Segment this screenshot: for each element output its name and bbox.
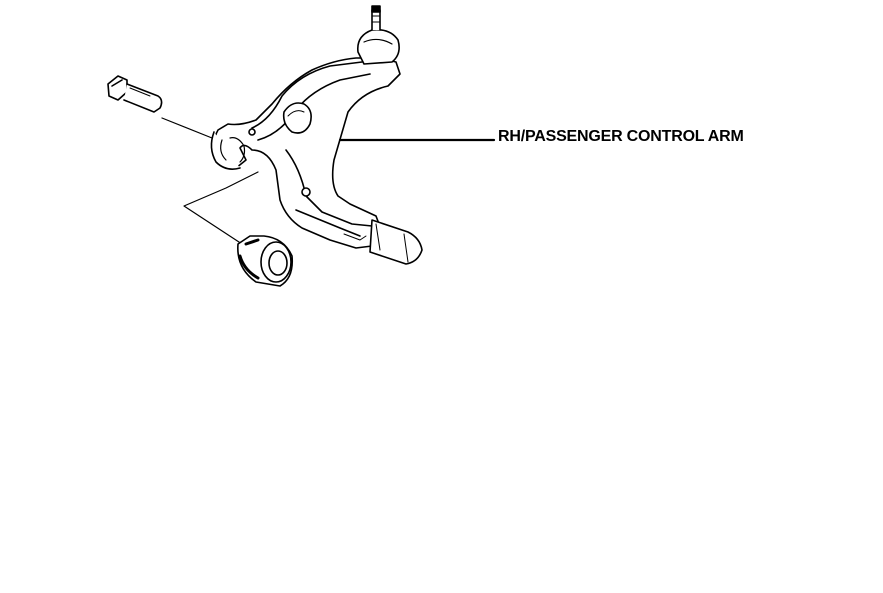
ball-joint-icon bbox=[356, 5, 400, 65]
callout-label: RH/PASSENGER CONTROL ARM bbox=[498, 128, 744, 145]
bolt-icon bbox=[107, 75, 163, 113]
control-arm-icon bbox=[210, 57, 423, 265]
bushing-icon bbox=[237, 235, 294, 287]
assembly-guide-lines bbox=[161, 117, 259, 245]
